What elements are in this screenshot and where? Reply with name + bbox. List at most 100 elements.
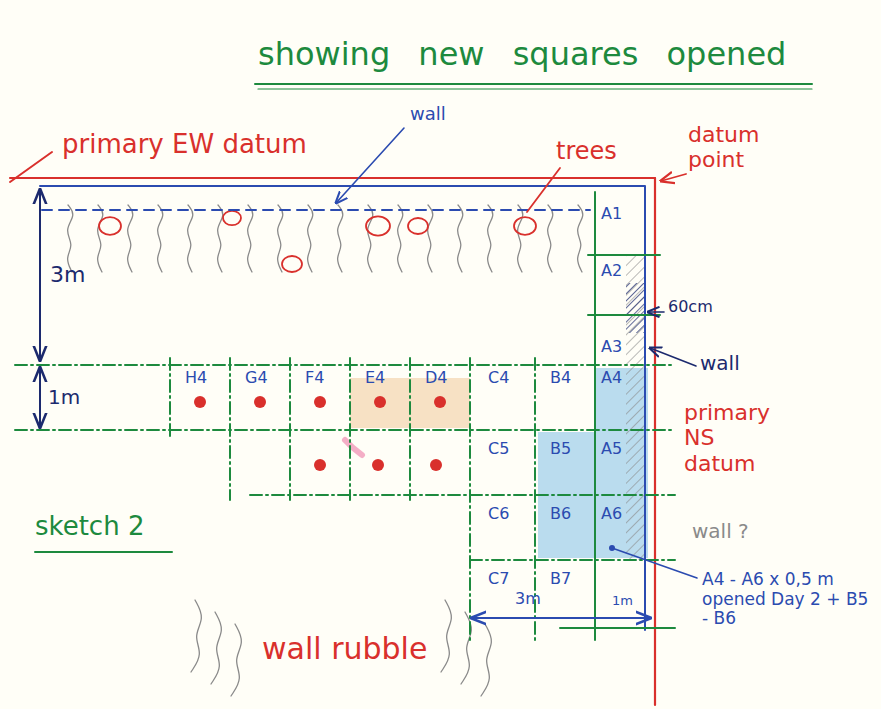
tree-scribble (248, 205, 253, 272)
grid-line (250, 494, 675, 496)
tree-symbol (366, 216, 390, 235)
dimension-label: 1m (48, 386, 80, 409)
square-label: A2 (601, 262, 622, 280)
dimension-arrow (648, 311, 664, 313)
square-label: B7 (550, 570, 571, 588)
grid-line (409, 358, 411, 500)
square-label: C6 (488, 505, 509, 523)
leader-line (612, 548, 697, 578)
square-label: B5 (550, 440, 571, 458)
tree-scribble (398, 205, 403, 272)
datum-label: primary NS datum (684, 400, 788, 476)
square-label: C5 (488, 440, 509, 458)
sketch-label: sketch 2 (35, 512, 144, 542)
square-label: B4 (550, 369, 571, 387)
find-dot (314, 459, 326, 471)
tree-scribble (218, 205, 223, 272)
tree-symbol (408, 218, 428, 234)
tree-scribble (578, 205, 583, 272)
wall-hatch (626, 255, 646, 560)
find-dot (194, 396, 206, 408)
square-label: C4 (488, 369, 509, 387)
find-dot (372, 459, 384, 471)
dimension-label: 3m (515, 590, 541, 608)
rubble-scribble (441, 600, 451, 672)
square-label: F4 (305, 369, 324, 387)
tree-scribble (68, 205, 73, 272)
grid-line (169, 358, 171, 438)
dimension-label: 3m (50, 262, 85, 287)
dimension-arrow (472, 617, 650, 619)
tree-symbol (514, 217, 536, 235)
rubble-scribble (231, 624, 241, 696)
tree-scribble (518, 205, 523, 272)
tree-scribble (158, 205, 163, 272)
wall-line (40, 186, 645, 630)
tree-scribble (308, 205, 313, 272)
square-label: C7 (488, 570, 509, 588)
grid-line (469, 358, 471, 640)
datum-line (10, 152, 52, 182)
square-label: A3 (601, 338, 622, 356)
grid-line (349, 358, 351, 500)
wall-hatch (626, 283, 646, 333)
square-label: A4 (601, 369, 622, 387)
leader-line (527, 168, 560, 212)
find-dot (314, 396, 326, 408)
find-dot (434, 396, 446, 408)
find-dot (374, 396, 386, 408)
note-text: A4 - A6 x 0,5 m opened Day 2 + B5 - B6 (702, 570, 872, 629)
wall-label: wall (410, 104, 446, 125)
datum-line (654, 178, 656, 705)
square-label: H4 (185, 369, 207, 387)
tree-scribble (488, 205, 493, 272)
grid-line (15, 364, 675, 366)
tree-symbol (99, 217, 121, 235)
wall-label: wall ? (692, 520, 749, 543)
grid-line (560, 627, 675, 629)
tree-scribble (458, 205, 463, 272)
grid-line (289, 358, 291, 500)
tree-symbol (282, 256, 302, 272)
square-label: G4 (245, 369, 268, 387)
grid-line (229, 358, 231, 500)
square-label: B6 (550, 505, 571, 523)
square-label: A6 (601, 505, 622, 523)
square-label: D4 (425, 369, 448, 387)
datum-point-label: datum point (688, 122, 770, 173)
dimension-arrow (39, 368, 41, 427)
tree-scribble (128, 205, 133, 272)
underline (35, 551, 172, 553)
tree-scribble (368, 205, 373, 272)
datum-line (10, 177, 655, 179)
rubble-scribble (211, 612, 221, 684)
trees-label: trees (556, 138, 617, 166)
tree-scribble (548, 205, 553, 272)
grid-line (594, 192, 596, 640)
wall-label: wall (700, 352, 740, 375)
square-label: A1 (601, 205, 622, 223)
leader-dot (609, 545, 615, 551)
dimension-label: 60cm (668, 298, 713, 316)
leader-line (661, 174, 686, 181)
rubble-scribble (481, 624, 491, 696)
grid-line (15, 429, 675, 431)
leader-line (336, 128, 404, 203)
leader-line (650, 348, 696, 366)
square-label: E4 (365, 369, 385, 387)
rubble-scribble (191, 600, 201, 672)
datum-label: primary EW datum (62, 130, 307, 160)
underline (258, 88, 812, 89)
rubble-label: wall rubble (262, 632, 427, 667)
grid-line (588, 254, 660, 256)
sketch-title: showing new squares opened (258, 36, 786, 73)
tree-symbol (223, 211, 241, 225)
underline (255, 83, 812, 85)
brush-mark (345, 440, 362, 455)
tree-scribble (98, 205, 103, 272)
tree-scribble (338, 205, 343, 272)
grid-line (588, 314, 660, 316)
find-dot (254, 396, 266, 408)
dimension-arrow (39, 190, 41, 360)
